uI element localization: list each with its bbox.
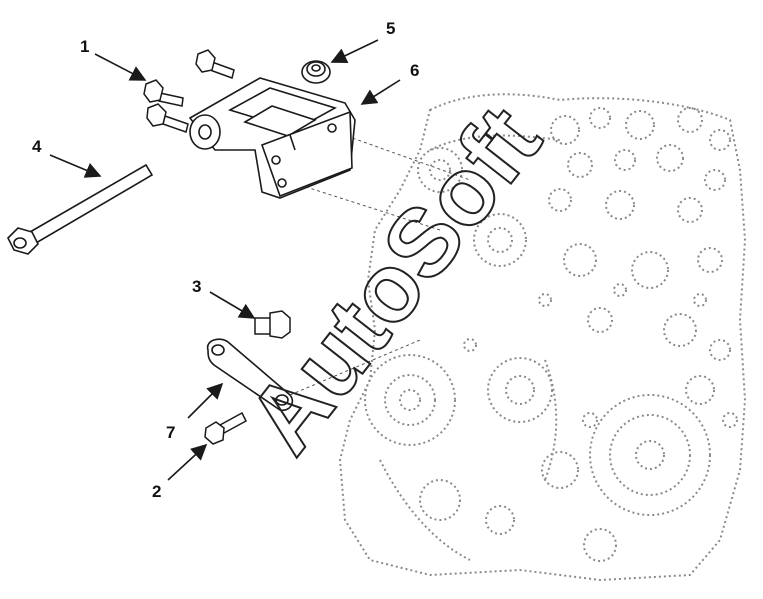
callout-3: 3 — [192, 277, 202, 296]
callout-4: 4 — [32, 137, 42, 156]
top-bolt — [195, 49, 235, 79]
callout-1: 1 — [80, 37, 90, 56]
flange-nut — [301, 60, 331, 84]
long-bolt — [7, 163, 154, 255]
mounting-bracket — [188, 77, 356, 199]
engine-block-outline — [338, 93, 747, 582]
bracket-bolts — [143, 79, 189, 133]
callout-5: 5 — [386, 19, 396, 38]
callout-7: 7 — [166, 423, 176, 442]
link-plate — [206, 338, 294, 412]
plate-bolt — [204, 411, 247, 445]
callout-6: 6 — [410, 61, 420, 80]
link-bolt — [254, 310, 291, 339]
leader-arrows — [49, 39, 401, 481]
callout-2: 2 — [152, 482, 162, 501]
